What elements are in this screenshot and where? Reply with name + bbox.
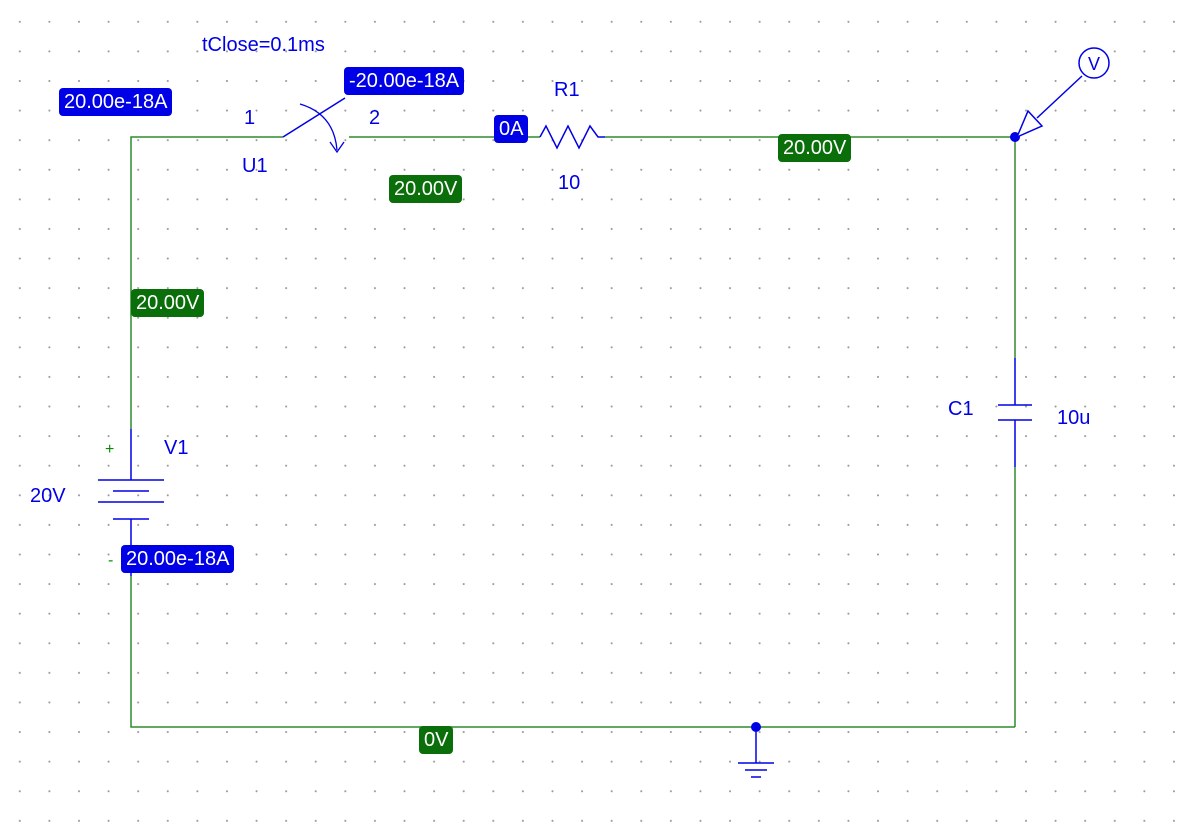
resistor-r1[interactable] [539, 124, 605, 150]
switch-ref-label: U1 [242, 155, 268, 177]
source-plus-sign: + [105, 441, 115, 458]
resistor-zigzag-icon [539, 124, 605, 150]
wire-left-top[interactable] [130, 136, 283, 429]
battery-v1[interactable] [98, 429, 164, 576]
voltage-probe-shaft [1036, 75, 1083, 119]
junction-dot-ground [751, 722, 761, 732]
voltage-marker-top-right[interactable]: 20.00V [778, 134, 852, 162]
wires [130, 136, 1016, 728]
current-marker-v1[interactable]: 20.00e-18A [121, 545, 235, 573]
switch-pin2-label: 2 [369, 107, 381, 129]
voltage-marker-u1-out[interactable]: 20.00V [389, 175, 463, 203]
voltage-marker-ground[interactable]: 0V [419, 726, 454, 754]
source-minus-sign: - [108, 552, 114, 569]
voltage-probe-glyph: V [1088, 54, 1100, 74]
ground-symbol-icon[interactable] [738, 727, 774, 778]
switch-pin1-label: 1 [244, 107, 256, 129]
voltage-marker-left[interactable]: 20.00V [131, 289, 205, 317]
capacitor-ref-label: C1 [948, 398, 974, 420]
wire-bottom[interactable] [130, 576, 1015, 728]
switch-close-arrow-icon [299, 103, 338, 151]
switch-param-label: tClose=0.1ms [202, 34, 325, 56]
resistor-value-label: 10 [558, 172, 581, 194]
switch-u1[interactable] [282, 97, 346, 154]
resistor-ref-label: R1 [554, 79, 580, 101]
voltage-probe-arrowhead-icon [1015, 109, 1044, 139]
voltage-probe-circle-icon [1078, 47, 1110, 79]
capacitor-c1[interactable] [998, 358, 1032, 467]
current-marker-u1-pin1[interactable]: 20.00e-18A [59, 88, 173, 116]
switch-blade [282, 97, 346, 138]
source-value-label: 20V [30, 485, 66, 507]
current-marker-u1-pin2[interactable]: -20.00e-18A [344, 67, 465, 95]
voltage-probe[interactable]: V [1015, 47, 1110, 139]
switch-arrowhead-icon [329, 141, 345, 154]
capacitor-value-label: 10u [1057, 407, 1091, 429]
current-marker-r1[interactable]: 0A [494, 115, 529, 143]
source-ref-label: V1 [164, 437, 189, 459]
